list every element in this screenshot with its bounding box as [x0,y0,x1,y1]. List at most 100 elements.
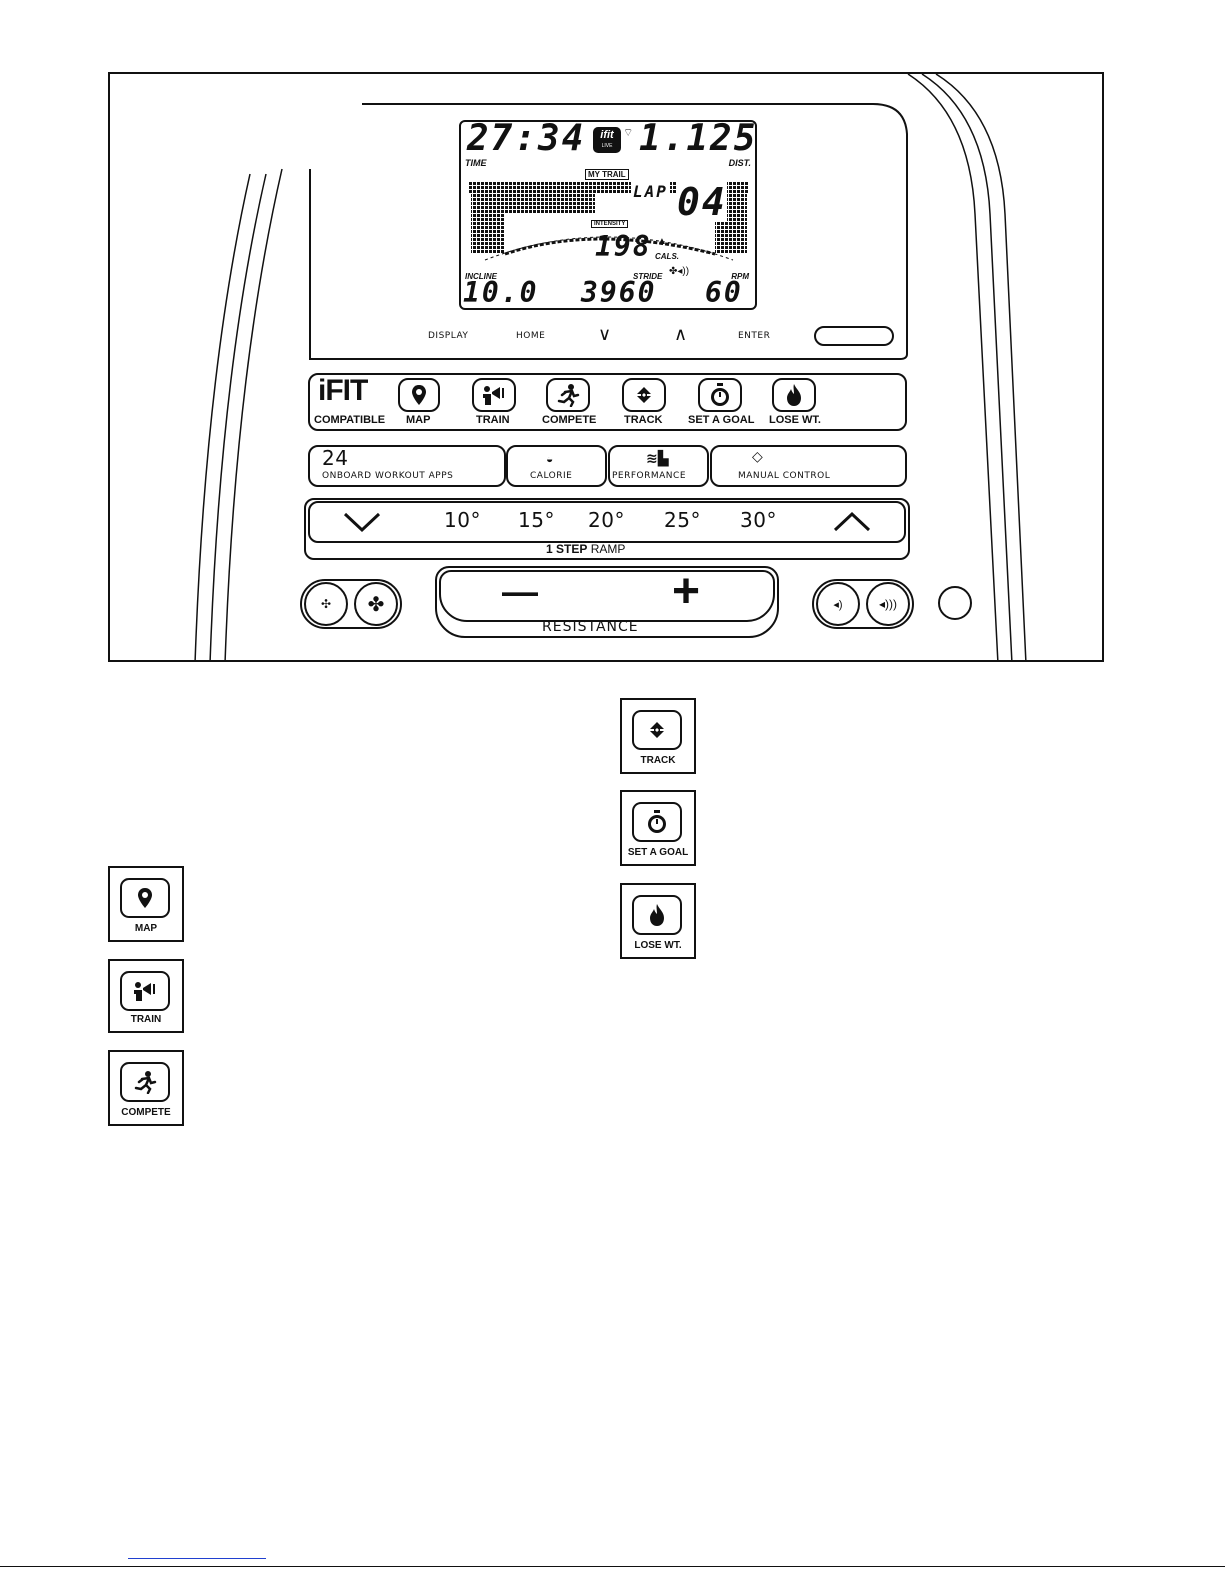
performance-label: PERFORMANCE [612,471,687,481]
volume-low-icon: ◂) [833,598,843,611]
flame-icon [787,384,801,406]
stopwatch-icon [711,383,729,406]
ramp-30-button[interactable]: 30° [740,508,777,532]
home-button[interactable]: HOME [516,331,546,341]
incline-label: INCLINE [465,272,497,281]
map-button[interactable] [398,378,440,412]
compatible-label: COMPATIBLE [314,414,386,426]
ifit-live-logo: ifit LIVE [593,127,621,153]
resistance-minus-button[interactable]: — [502,571,538,612]
trail-track-graphic [469,182,749,261]
set-goal-button[interactable] [698,378,742,412]
calories-readout: 198 [595,230,652,263]
lose-weight-button[interactable] [772,378,816,412]
ramp-25-button[interactable]: 25° [664,508,701,532]
resistance-label: RESISTANCE [542,619,639,635]
burger-icon: ◒ [546,452,554,466]
performance-button[interactable] [608,445,709,487]
time-label: TIME [465,158,487,168]
ramp-down-button[interactable] [342,510,382,534]
fan-volume-indicator-icon: ✤◂)) [669,266,690,277]
compete-card-icon-box [120,1062,170,1102]
console-frame: 27:34 TIME ifit LIVE ⌔ 1.125 DIST. MY TR… [108,72,1104,662]
ramp-up-button[interactable] [832,510,872,534]
footer-rule [0,1566,1225,1567]
distance-readout: 1.125 [639,120,757,159]
ramp-label-step: 1 STEP [546,542,588,556]
calories-label: CALS. [655,252,679,261]
fan-high-icon: ✤ [367,593,385,616]
track-button[interactable] [622,378,666,412]
compete-button[interactable] [546,378,590,412]
volume-down-button[interactable]: ◂) [816,582,860,626]
fan-button-group [300,579,402,629]
diamond-icon: ◇ [752,448,763,464]
map-pin-icon [412,385,426,405]
map-card: MAP [108,866,184,942]
manual-control-button[interactable] [710,445,907,487]
ifit-logo: iFIT [318,374,368,407]
enter-button[interactable]: ENTER [738,331,771,341]
stride-label: STRIDE [633,272,663,281]
down-arrow-button[interactable]: ∨ [598,324,612,344]
ramp-10-button[interactable]: 10° [444,508,481,532]
time-readout: 27:34 [467,120,586,159]
calorie-button[interactable] [506,445,607,487]
compete-label: COMPETE [542,414,597,426]
volume-high-icon: ◂))) [878,597,897,611]
volume-button-group [812,579,914,629]
headphone-jack [938,586,972,620]
train-button[interactable] [472,378,516,412]
map-label: MAP [406,414,431,426]
ramp-inner [308,501,906,543]
resistance-outer [435,566,779,638]
lose-weight-card: LOSE WT. [620,883,696,959]
resistance-plus-button[interactable]: + [672,565,701,618]
compete-card: COMPETE [108,1050,184,1126]
set-goal-label: SET A GOAL [688,414,755,426]
lose-weight-card-label: LOSE WT. [634,940,682,951]
up-arrow-button[interactable]: ∧ [674,324,688,344]
resistance-inner [439,570,775,622]
track-card-label: TRACK [640,755,676,766]
lose-weight-card-icon-box [632,895,682,935]
fan-high-button[interactable]: ✤ [354,582,398,626]
blank-oval-button[interactable] [814,326,894,346]
display-button[interactable]: DISPLAY [428,331,469,341]
calorie-label: CALORIE [530,471,573,481]
compete-card-label: COMPETE [121,1107,171,1118]
ramp-20-button[interactable]: 20° [588,508,625,532]
map-card-icon-box [120,878,170,918]
fan-low-button[interactable]: ✣ [304,582,348,626]
train-label: TRAIN [476,414,510,426]
incline-readout: 10.0 [463,276,539,309]
track-label: TRACK [624,414,663,426]
footer-link-underline [128,1558,266,1559]
lap-label: LAP [631,182,670,201]
stride-readout: 3960 [581,276,657,309]
set-goal-card: SET A GOAL [620,790,696,866]
track-card: TRACK [620,698,696,774]
train-card-icon-box [120,971,170,1011]
volume-up-button[interactable]: ◂))) [866,582,910,626]
lap-value: 04 [677,180,727,224]
wifi-icon: ⌔ [623,127,634,139]
megaphone-coach-icon [134,982,155,1001]
stopwatch-icon [648,810,666,833]
manual-control-label: MANUAL CONTROL [738,471,831,481]
workout-apps-button[interactable] [308,445,506,487]
rotate-arrows-icon [637,387,651,403]
distance-label: DIST. [728,158,751,168]
map-pin-icon [138,888,152,908]
console-outline [110,74,1027,660]
flame-icon-lcd: ▲ [657,236,667,247]
ramp-15-button[interactable]: 15° [518,508,555,532]
train-card-label: TRAIN [130,1014,162,1025]
my-trail-label: MY TRAIL [585,169,629,180]
ramp-label-ramp: RAMP [590,542,626,556]
runner-icon [557,384,580,407]
set-goal-card-label: SET A GOAL [627,847,689,858]
workout-count: 24 [322,446,349,470]
set-goal-card-icon-box [632,802,682,842]
runner-icon [134,1071,157,1094]
